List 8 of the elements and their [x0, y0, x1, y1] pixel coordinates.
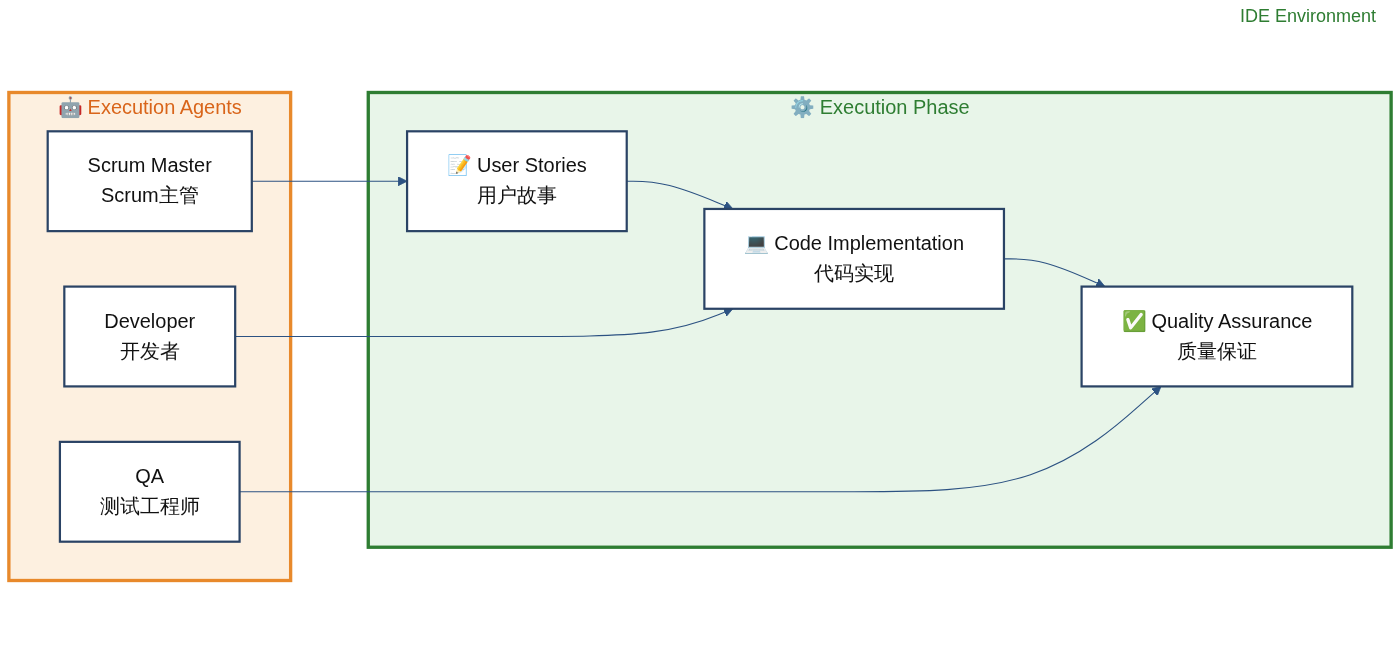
node-box: ✅ Quality Assurance 质量保证 [1080, 285, 1354, 388]
arrow [251, 176, 408, 187]
node-box: Developer 开发者 [63, 285, 237, 388]
node-box: 📝 User Stories 用户故事 [405, 130, 628, 233]
note-label: IDE Environment [1239, 6, 1376, 27]
node-box: 💻 Code Implementation 代码实现 [703, 207, 1006, 310]
node-box: QA 测试工程师 [58, 440, 241, 543]
node-box: Scrum Master Scrum主管 [46, 130, 253, 233]
